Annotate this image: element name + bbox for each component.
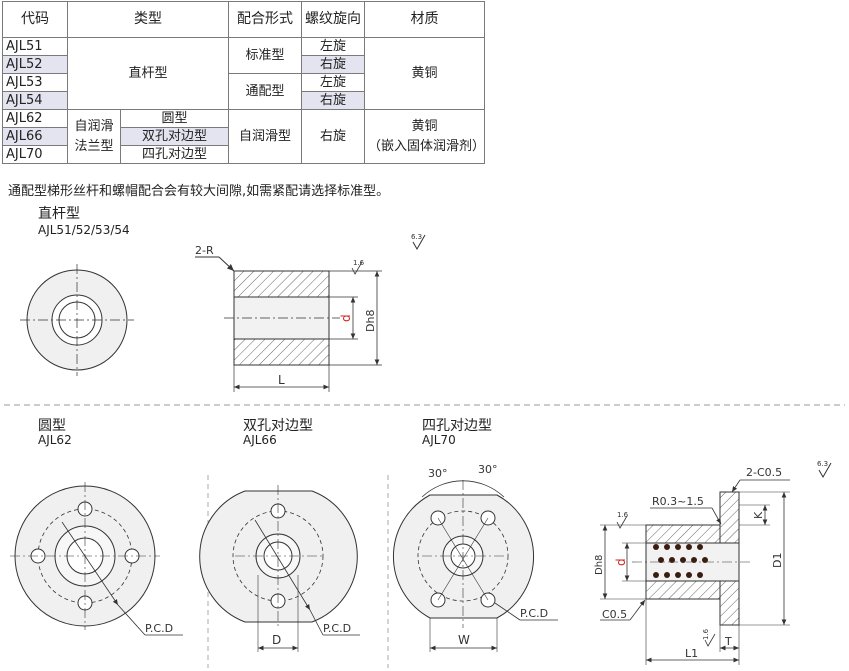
straight-section-view — [195, 256, 382, 392]
header-code: 代码 — [2, 1, 68, 38]
pcd-label: P.C.D — [323, 622, 351, 635]
hand-cell: 右旋 — [301, 91, 365, 110]
hand-cell: 右旋 — [301, 55, 365, 74]
hand-cell: 左旋 — [301, 37, 365, 56]
fourhole-flange-view — [392, 480, 558, 652]
spec-table: 代码 类型 配合形式 螺纹旋向 材质 AJL51 直杆型 标准型 左旋 黄铜 A… — [2, 1, 485, 164]
fit-note: 通配型梯形丝杆和螺帽配合会有较大间隙,如需紧配请选择标准型。 — [8, 184, 390, 199]
fit-standard-cell: 标准型 — [228, 37, 302, 74]
round-code: AJL62 — [38, 433, 72, 447]
fit-self-lube-cell: 自润滑型 — [228, 109, 302, 164]
code-cell: AJL70 — [2, 145, 68, 164]
fit-general-cell: 通配型 — [228, 73, 302, 110]
twohole-flange-view — [199, 485, 360, 652]
dh8-label: Dh8 — [364, 310, 377, 332]
w-label: W — [458, 633, 470, 647]
d1-label: D1 — [771, 553, 784, 568]
r-label: 2-R — [195, 244, 214, 257]
roughness-label: 1.6 — [702, 628, 710, 640]
header-material: 材质 — [364, 1, 485, 38]
material-brass-cell: 黄铜 — [364, 37, 485, 110]
material-flange-cell: 黄铜 （嵌入固体润滑剂） — [364, 109, 486, 164]
straight-front-view — [20, 264, 134, 376]
twohole-code: AJL66 — [243, 433, 277, 447]
roughness-symbol: 6.3 — [817, 460, 832, 479]
d-label: d — [339, 314, 353, 322]
material-flange-line1: 黄铜 — [411, 118, 438, 134]
d-label: d — [614, 558, 628, 566]
straight-title: 直杆型 — [38, 206, 80, 222]
solid-lubricant-dots — [653, 544, 708, 578]
d-dim-label: D — [272, 633, 281, 647]
pcd-label: P.C.D — [520, 607, 548, 620]
l1-label: L1 — [685, 647, 698, 660]
angle-label: 30° — [478, 463, 498, 476]
code-cell: AJL66 — [2, 127, 68, 146]
code-cell: AJL52 — [2, 55, 68, 74]
angle-label: 30° — [428, 467, 448, 480]
k-label: K — [752, 511, 765, 519]
flange-subtype-cell: 圆型 — [120, 109, 229, 128]
hand-flange-cell: 右旋 — [301, 109, 365, 164]
fourhole-code: AJL70 — [422, 433, 456, 447]
twohole-title: 双孔对边型 — [243, 418, 313, 434]
round-flange-view — [10, 482, 183, 636]
fillet-label: R0.3~1.5 — [652, 495, 704, 508]
t-label: T — [724, 635, 732, 648]
dh8-label: Dh8 — [594, 555, 605, 575]
round-title: 圆型 — [38, 418, 66, 434]
roughness-label: 6.3 — [817, 460, 828, 468]
pcd-label: P.C.D — [145, 622, 173, 635]
c05-label: C0.5 — [602, 608, 627, 621]
flange-subtype-cell: 四孔对边型 — [120, 145, 229, 164]
roughness-label: 6.3 — [411, 233, 422, 241]
roughness-label: 1.6 — [353, 259, 365, 267]
chamfer-label: 2-C0.5 — [746, 466, 782, 479]
hand-cell: 左旋 — [301, 73, 365, 92]
l-label: L — [278, 373, 285, 387]
roughness-label: 1.6 — [617, 511, 629, 519]
roughness-symbol: 6.3 — [411, 233, 426, 251]
type-flange-cell: 自润滑法兰型 — [67, 109, 121, 164]
code-cell: AJL62 — [2, 109, 68, 128]
straight-codes: AJL51/52/53/54 — [38, 223, 130, 237]
flange-section-view — [600, 479, 790, 665]
material-flange-line2: （嵌入固体润滑剂） — [368, 138, 486, 154]
fourhole-title: 四孔对边型 — [422, 418, 492, 434]
